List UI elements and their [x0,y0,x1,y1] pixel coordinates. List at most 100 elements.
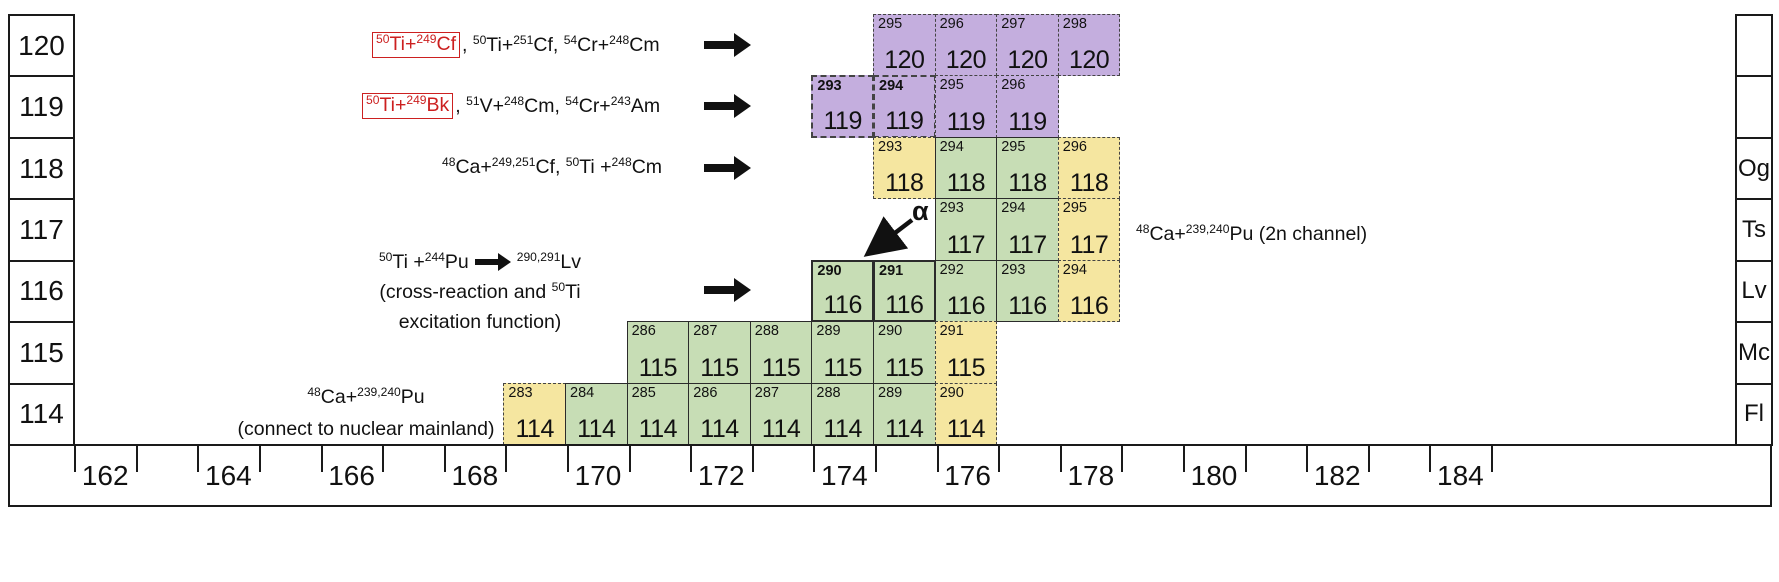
element-symbol-Fl: Fl [1735,382,1773,446]
reaction-arrow-119-icon [704,94,751,118]
nuclide-289-z115: 289 115 [811,321,874,384]
proton-number: 118 [885,169,924,198]
alpha-decay-label: α [912,196,929,226]
mass-number: 298 [1062,16,1087,32]
z-axis-label-119: 119 [8,75,75,139]
axis-tick [135,446,138,472]
reaction-text-116-line3: excitation function) [398,311,562,333]
proton-number: 114 [700,414,739,443]
axis-tick [813,446,816,472]
proton-number: 117 [1008,230,1047,259]
mass-number: 288 [816,384,841,401]
proton-number: 114 [515,414,555,443]
mass-number: 296 [1001,77,1026,94]
mass-number: 295 [1062,200,1087,217]
mass-number: 288 [754,323,779,340]
mass-number: 296 [939,16,964,32]
n-axis-label-180: 180 [1190,460,1238,491]
nuclide-289-z114: 289 114 [873,382,936,445]
proton-number: 114 [823,414,863,443]
axis-tick [567,446,569,472]
mass-number: 293 [939,200,964,217]
z-axis-label-120: 120 [8,14,75,78]
axis-tick [197,446,200,472]
nuclide-290-z114: 290 114 [934,382,998,445]
proton-number: 114 [946,414,986,443]
nuclide-287-z115: 287 115 [688,321,751,384]
proton-number: 115 [700,353,739,382]
reaction-label-117: 48Ca+239,240Pu (2n channel) [1136,221,1367,247]
axis-tick [505,446,508,472]
z-axis-label-117: 117 [8,198,75,262]
axis-tick [382,446,385,472]
reaction-label-120: 50Ti+249Cf , 50Ti+251Cf, 54Cr+248Cm [372,32,660,58]
element-symbol-Mc: Mc [1735,321,1773,385]
mass-number: 287 [754,384,779,401]
reaction-text-120: , 50Ti+251Cf, 54Cr+248Cm [462,32,660,56]
mass-number: 297 [1001,16,1026,32]
reaction-label-119: 50Ti+249Bk , 51V+248Cm, 54Cr+243Am [362,93,660,119]
z-axis-label-118: 118 [8,136,75,201]
proton-number: 114 [638,414,678,443]
axis-tick [628,446,631,472]
proton-number: 119 [885,106,924,135]
mass-number: 286 [693,384,718,401]
mass-number: 284 [570,384,595,401]
empty-symbol-box [1735,75,1773,139]
mass-number: 293 [1001,261,1026,278]
mass-number: 290 [939,384,964,401]
highlighted-reaction-119: 50Ti+249Bk [362,93,454,119]
mass-number: 289 [816,323,841,340]
mass-number: 295 [878,16,903,32]
nuclide-286-z114: 286 114 [688,382,751,445]
proton-number: 117 [946,230,986,259]
axis-tick [690,446,693,472]
reaction-label-118: 48Ca+249,251Cf, 50Ti +248Cm [442,154,662,180]
proton-number: 115 [823,353,863,382]
n-axis-label-164: 164 [205,460,252,491]
reaction-label-114: 48Ca+239,240Pu (connect to nuclear mainl… [182,383,550,444]
reaction-arrow-120-icon [704,33,751,57]
proton-number: 119 [823,106,863,135]
n-axis-label-168: 168 [451,460,499,491]
proton-number: 120 [945,46,987,75]
axis-tick [320,446,323,472]
mass-number: 286 [631,323,656,340]
mass-number: 287 [693,323,718,340]
mass-number: 296 [1062,138,1087,155]
alpha-decay-arrow-icon [863,216,914,257]
axis-tick [998,446,1001,472]
proton-number: 114 [885,414,924,443]
proton-number: 116 [885,291,924,320]
reaction-arrow-118-icon [704,156,751,180]
n-axis-label-172: 172 [697,460,745,491]
n-axis-label-162: 162 [81,460,129,491]
axis-tick [259,446,261,472]
axis-tick [1429,446,1432,472]
reaction-116: 50Ti +244Pu [378,250,469,273]
mass-number: 289 [878,384,903,401]
proton-number: 119 [946,107,986,136]
mass-number: 294 [939,138,964,155]
mass-number: 294 [1062,261,1087,278]
axis-tick [1244,446,1247,472]
nuclide-288-z114: 288 114 [811,382,874,445]
